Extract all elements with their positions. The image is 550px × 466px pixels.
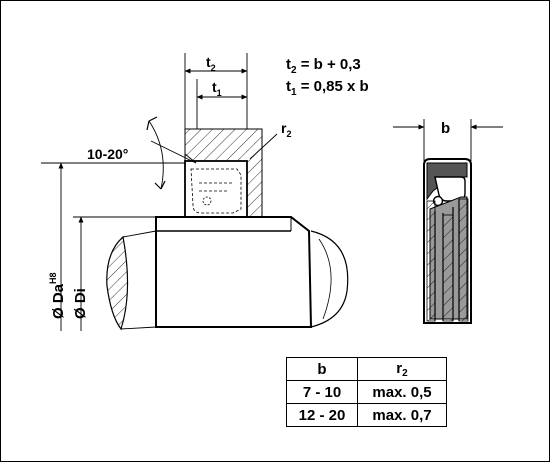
svg-text:t2: t2	[206, 54, 216, 73]
table-row: 7 - 10 max. 0,5	[286, 380, 447, 404]
formula-t1: t1 = 0,85 x b	[286, 78, 369, 98]
dim-t2: t2	[184, 53, 248, 129]
svg-text:t2 = b + 0,3: t2 = b + 0,3	[286, 56, 361, 76]
angle-dimension: 10-20°	[87, 116, 166, 190]
svg-text:10-20°: 10-20°	[87, 146, 128, 162]
r2-label: r2	[281, 120, 291, 139]
spec-table: b r2 7 - 10 max. 0,5 12 - 20 max. 0,7	[286, 357, 447, 427]
svg-text:Ø DaH8: Ø DaH8	[48, 272, 67, 319]
formula-t2: t2 = b + 0,3	[286, 56, 361, 76]
b-label: b	[441, 120, 450, 137]
table-row: 12 - 20 max. 0,7	[286, 403, 447, 427]
table-cell: 7 - 10	[286, 380, 358, 404]
dim-diameters: Ø DaH8 Ø Di	[48, 162, 89, 331]
seal-profile: b	[393, 119, 503, 324]
table-header-row: b r2	[286, 357, 447, 381]
svg-text:t1 = 0,85 x b: t1 = 0,85 x b	[286, 78, 369, 98]
header-r2: r2	[357, 357, 447, 381]
header-b: b	[286, 357, 358, 381]
svg-text:t1: t1	[212, 79, 222, 98]
dim-t1: t1	[196, 79, 248, 129]
table-cell: 12 - 20	[286, 403, 358, 427]
table-cell: max. 0,7	[357, 403, 447, 427]
table-cell: max. 0,5	[357, 380, 447, 404]
housing-section	[150, 128, 278, 218]
svg-text:Ø Di: Ø Di	[72, 288, 89, 319]
shaft	[106, 216, 349, 331]
